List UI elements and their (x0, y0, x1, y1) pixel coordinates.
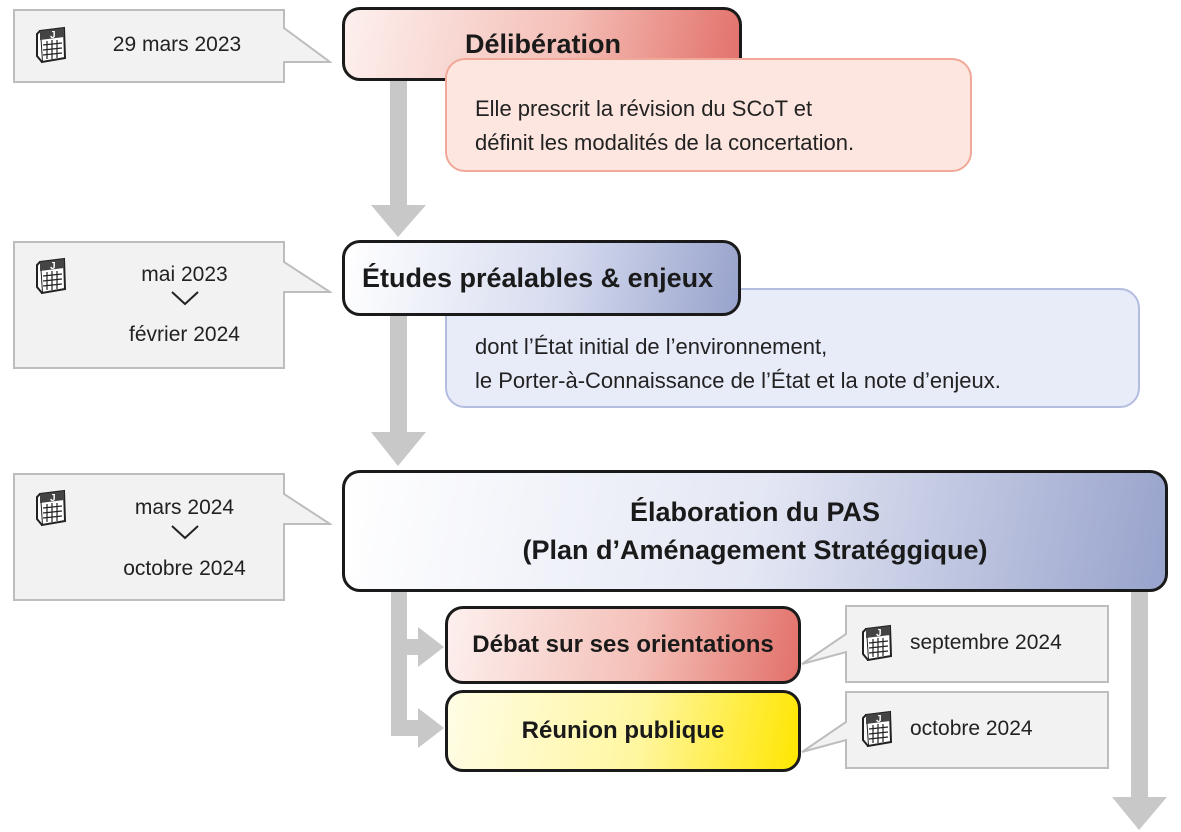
substep-reunion-box: Réunion publique (445, 690, 801, 772)
date-callout-3: mars 2024 octobre 2024 (12, 472, 332, 602)
calendar-icon (34, 25, 68, 65)
step-elaboration-pas-box: Élaboration du PAS (Plan d’Aménagement S… (342, 470, 1168, 592)
date-label: 29 mars 2023 (112, 33, 242, 56)
date-end-label: février 2024 (129, 323, 240, 346)
date-start-label: mars 2024 (134, 496, 235, 519)
chevron-down-icon (171, 291, 199, 306)
calendar-icon (860, 623, 894, 663)
description-line: définit les modalités de la concertation… (475, 130, 855, 155)
description-line: dont l’État initial de l’environnement, (475, 334, 828, 359)
substep-title: Débat sur ses orientations (472, 631, 774, 658)
calendar-icon (860, 709, 894, 749)
calendar-icon (34, 256, 68, 296)
step-title: Élaboration du PAS (629, 497, 880, 527)
step-description-1: Elle prescrit la révision du SCoT et déf… (445, 58, 972, 172)
step-title: Études préalables & enjeux (362, 262, 714, 293)
date-label: octobre 2024 (910, 717, 1033, 740)
chevron-down-icon (171, 525, 199, 540)
date-label: septembre 2024 (910, 631, 1062, 654)
step-subtitle: (Plan d’Aménagement Stratéggique) (522, 535, 988, 565)
arrow-down-icon (371, 432, 426, 466)
step-title: Délibération (465, 28, 622, 59)
step-description-2: dont l’État initial de l’environnement, … (445, 288, 1140, 408)
date-start-label: mai 2023 (141, 263, 228, 286)
step-etudes-box: Études préalables & enjeux (342, 240, 741, 316)
arrow-down-icon (1112, 797, 1167, 830)
arrow-right-icon (418, 627, 444, 667)
arrow-down-icon (371, 205, 426, 237)
arrow-right-icon (418, 708, 444, 748)
date-callout-reunion: octobre 2024 (800, 690, 1112, 770)
description-line: Elle prescrit la révision du SCoT et (475, 96, 813, 121)
description-line: le Porter-à-Connaissance de l’État et la… (475, 368, 1001, 393)
date-end-label: octobre 2024 (123, 557, 246, 580)
date-callout-1: 29 mars 2023 (12, 8, 332, 84)
date-callout-2: mai 2023 février 2024 (12, 240, 332, 370)
substep-title: Réunion publique (521, 717, 725, 744)
calendar-icon (34, 488, 68, 528)
substep-debat-box: Débat sur ses orientations (445, 606, 801, 684)
date-callout-debat: septembre 2024 (800, 604, 1112, 684)
